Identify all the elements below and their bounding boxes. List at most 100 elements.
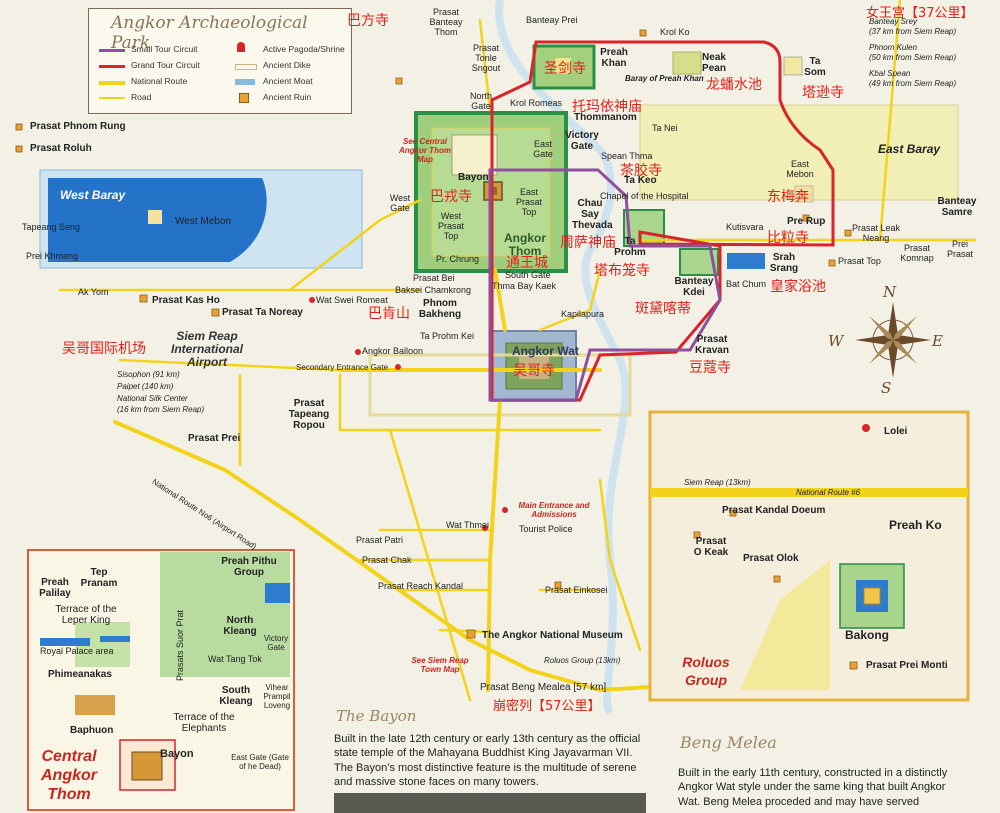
label-prasat-phnom-rung: Prasat Phnom Rung	[30, 121, 126, 132]
label-east-baray: East Baray	[878, 142, 941, 156]
label-preah-khan: Preah Khan	[600, 47, 628, 69]
label-prasat-ta-noreay: Prasat Ta Noreay	[222, 307, 303, 318]
label-prasat-einkosei: Prasat Einkosei	[545, 585, 608, 595]
label-prasat-tapeang-ropou: Prasat Tapeang Ropou	[288, 398, 330, 431]
label-wat-thmei: Wat Thmei	[446, 520, 490, 530]
cn-label-wu-ge-airport: 吴哥国际机场	[62, 341, 146, 357]
label-prasat-banteay-thom: Prasat Banteay Thom	[429, 7, 463, 37]
cn-label-wu-ge-ku: 吴哥寺	[513, 363, 555, 379]
label-prasat-kravan: Prasat Kravan	[695, 334, 729, 356]
srah-srang	[727, 253, 765, 269]
label-prasat-beng-mealea: Prasat Beng Mealea [57 km]	[480, 682, 607, 693]
legend-ruin: Ancient Ruin	[263, 92, 312, 102]
label-secondary-entrance: Secondary Entrance Gate	[296, 363, 389, 372]
label-tapeang-seng: Tapeang Seng	[22, 222, 81, 232]
roluos-title: Roluos Group	[682, 654, 730, 688]
label-phnom-bakheng: Phnom Bakheng	[418, 298, 462, 320]
label-kutisvara: Kutisvara	[726, 222, 764, 232]
label-ta-keo: Ta Keo	[624, 175, 657, 186]
bayon-photo	[334, 793, 646, 813]
label-prasat-komnap: Prasat Komnap	[900, 243, 934, 263]
label-ta-som: Ta Som	[804, 56, 826, 78]
inset-tep-pranam: Tep Pranam	[80, 567, 118, 589]
label-prasat-prei: Prasat Prei	[188, 433, 241, 444]
label-east-gate: East Gate	[533, 139, 553, 159]
legend-grand-tour: Grand Tour Circuit	[131, 60, 200, 70]
label-ta-prohm: Ta Prohm	[614, 236, 646, 258]
inset-vihear-prampil: Vihear Prampil Loveng	[263, 683, 291, 710]
label-krol-romeas: Krol Romeas	[510, 98, 563, 108]
label-spean-thma: Spean Thma	[601, 151, 653, 161]
label-prasat-patri: Prasat Patri	[356, 535, 404, 545]
legend-small-tour: Small Tour Circuit	[131, 44, 198, 54]
cn-label-zhou-sa: 周萨神庙	[560, 235, 616, 251]
cn-label-sheng-jian: 圣剑寺	[544, 61, 586, 77]
roluos-bakong: Bakong	[845, 628, 890, 642]
label-airport: Siem Reap International Airport	[170, 329, 243, 370]
label-ta-nei: Ta Nei	[652, 123, 678, 133]
label-see-siem-reap: See Siem Reap Town Map	[411, 656, 469, 674]
inset-east-gate: East Gate (Gate of he Dead)	[231, 753, 289, 771]
label-prasat-tonle-sngout: Prasat Tonle Sngout	[471, 43, 501, 73]
inset-title: Central Angkor Thom	[41, 748, 97, 804]
compass-s: S	[881, 379, 892, 397]
label-victory-gate: Victory Gate	[565, 130, 599, 152]
legend-national-route: National Route	[131, 76, 188, 86]
inset-preah-palilay: Preah Palilay	[39, 577, 71, 599]
label-chau-say-thevada: Chau Say Thevada	[572, 198, 613, 231]
label-west-prasat-top: West Prasat Top	[437, 211, 464, 241]
label-sisophon: Sisophon (91 km)	[117, 370, 180, 379]
label-prasat-roluh: Prasat Roluh	[30, 143, 92, 154]
label-banteay-srey-dist: (37 km from Siem Reap)	[869, 27, 957, 36]
label-wat-swei-romeat: Wat Swei Romeat	[316, 295, 388, 305]
label-baksei-chamkrong: Baksei Chamkrong	[395, 285, 472, 295]
label-see-central: See Central Angkor Thom Map	[399, 137, 451, 164]
inset-victory-gate: Victory Gate	[263, 634, 289, 652]
label-tourist-police: Tourist Police	[519, 524, 573, 534]
label-banteay-srey: Banteay Srey	[869, 17, 918, 26]
roluos-prasat-prei-monti: Prasat Prei Monti	[866, 660, 948, 671]
beng-desc-title: Beng Melea	[680, 733, 777, 752]
label-bat-chum: Bat Chum	[726, 279, 767, 289]
cn-label-ba-ken: 巴肯山	[368, 306, 410, 322]
cn-label-dou-kou: 豆蔻寺	[689, 360, 731, 376]
cn-label-tuo-ma: 托玛依神庙	[572, 99, 642, 115]
cn-label-ta-bu: 塔布笼寺	[594, 263, 650, 279]
small-tour-swatch	[99, 49, 125, 52]
label-east-mebon: East Mebon	[786, 159, 814, 179]
inset-bayon: Bayon	[160, 748, 194, 760]
cn-label-ba-fang: 巴方寺	[347, 13, 389, 29]
label-prasat-top: Prasat Top	[838, 256, 881, 266]
legend-pagoda: Active Pagoda/Shrine	[263, 44, 345, 54]
label-srah-srang: Srah Srang	[769, 252, 799, 274]
label-banteay-kdei: Banteay Kdei	[674, 276, 714, 298]
label-paipet: Paipet (140 km)	[117, 382, 174, 391]
cn-label-ba-rong: 巴戎寺	[430, 189, 472, 205]
label-roluos-group-km: Roluos Group (13km)	[544, 656, 621, 665]
bayon-desc-title: The Bayon	[336, 707, 417, 725]
small-tour-route	[488, 168, 722, 402]
cn-label-dong-mei: 东梅奔	[767, 189, 809, 205]
label-phnom-kulen-dist: (50 km from Siem Reap)	[869, 53, 957, 62]
dike-icon	[235, 64, 257, 70]
label-silk-center-dist: (16 km from Siem Reap)	[117, 405, 205, 414]
inset-terrace-leper: Terrace of the Leper King	[55, 604, 117, 626]
label-national-museum: The Angkor National Museum	[482, 630, 623, 641]
legend-road: Road	[131, 92, 152, 102]
national-route-swatch	[99, 81, 125, 85]
label-prasat-reach-kandal: Prasat Reach Kandal	[378, 581, 464, 591]
cn-label-nu-wang: 女王宫【37公里】	[866, 6, 974, 21]
grand-tour-route	[490, 40, 835, 402]
roluos-siem-reap: Siem Reap (13km)	[684, 478, 751, 487]
ruin-icon	[239, 93, 249, 103]
label-west-gate: West Gate	[389, 193, 411, 213]
label-phnom-kulen: Phnom Kulen	[869, 43, 918, 52]
inset-preah-pithu: Preah Pithu Group	[221, 556, 277, 578]
label-pr-chrung: Pr. Chrung	[436, 254, 480, 264]
bayon-desc-text: Built in the late 12th century or early …	[334, 733, 641, 788]
cn-label-huang-jia: 皇家浴池	[770, 279, 826, 295]
inset-north-kleang: North Kleang	[223, 615, 257, 637]
legend-dike: Ancient Dike	[263, 60, 311, 70]
label-chapel-hospital: Chapel of the Hospital	[600, 191, 689, 201]
label-kbal-spean: Kbal Spean	[869, 69, 911, 78]
